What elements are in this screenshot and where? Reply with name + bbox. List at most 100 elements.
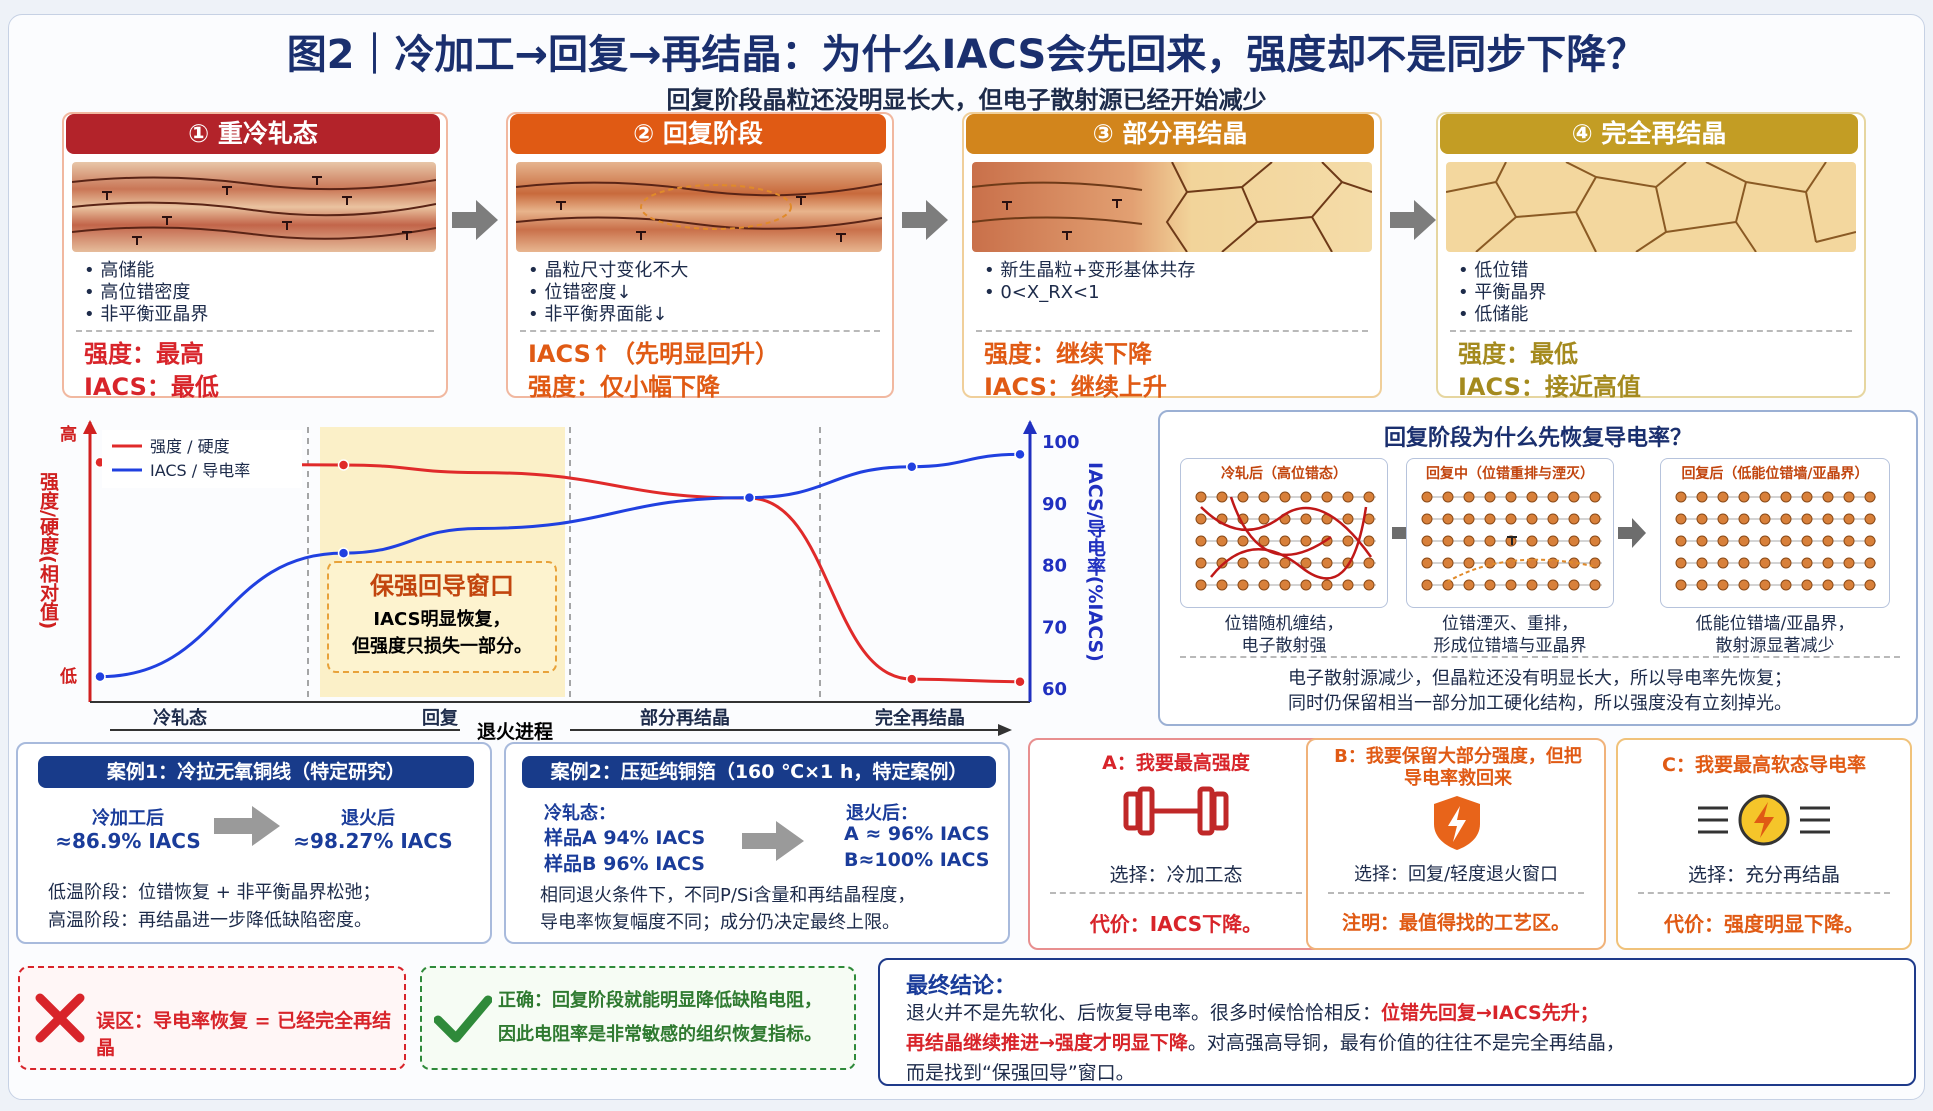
conclusion-highlight: 再结晶继续推进→强度才明显下降 (906, 1032, 1188, 1054)
conclusion-text: 。对高强高导铜，最有价值的往往不是完全再结晶， (1187, 1032, 1625, 1054)
stage-bullets: 高储能 高位错密度 非平衡亚晶界 (84, 260, 208, 326)
choice-b-card: B：我要保留大部分强度，但把导电率救回来 选择：回复/轻度退火窗口 注明：最值得… (1306, 738, 1606, 950)
case2-before-label: 冷轧态： (544, 803, 616, 824)
why-mini-panel: 冷轧后（高位错态）位错随机缠结，电子散射强 (1180, 458, 1388, 656)
cold-rolled-microstructure-image (72, 162, 436, 252)
right-axis-arrow (1023, 420, 1037, 434)
case1-notes: 低温阶段：位错恢复 + 非平衡晶界松弛； 高温阶段：再结晶进一步降低缺陷密度。 (48, 879, 381, 935)
case2-header: 案例2：压延纯铜箔（160 ℃×1 h，特定案例） (522, 756, 996, 788)
legend-box (102, 430, 302, 488)
why-mini-panel: 回复中（位错重排与湮灭）位错湮灭、重排，形成位错墙与亚晶界 (1406, 458, 1614, 656)
right-tick-label: 60 (1042, 679, 1067, 700)
shield-bolt-icon (1434, 796, 1480, 850)
x-tick-label: 完全再结晶 (875, 707, 965, 729)
bullet: 低位错 (1458, 260, 1546, 282)
left-axis-arrow (83, 420, 97, 434)
divider (1450, 330, 1852, 332)
why-mini-panel: 回复后（低能位错墙/亚晶界）低能位错墙/亚晶界，散射源显著减少 (1660, 458, 1890, 656)
lattice-diagram (1195, 491, 1376, 591)
correct-line: 正确：回复阶段就能明显降低缺陷电阻， (498, 990, 822, 1011)
series-point (906, 673, 918, 685)
right-tick-label: 80 (1042, 556, 1067, 577)
choice-title: B：我要保留大部分强度，但把导电率救回来 (1334, 746, 1582, 789)
window-label: 保强回导窗口 (369, 572, 514, 600)
y-left-label: 强度/硬度(相对值) (37, 472, 59, 630)
case1-card: 案例1：冷拉无氧铜线（特定研究） 冷加工后 ≈86.9% IACS 退火后 ≈9… (16, 742, 492, 944)
stage-bullets: 新生晶粒+变形基体共存 0<X_RX<1 (984, 260, 1195, 304)
choice-select: 选择：回复/轻度退火窗口 (1353, 864, 1559, 885)
note-line: 高温阶段：再结晶进一步降低缺陷密度。 (48, 910, 372, 931)
y-right-label: IACS/导电率(%IACS) (1084, 462, 1106, 662)
check-icon (434, 995, 492, 1043)
stage-header: ② 回复阶段 (510, 114, 886, 154)
case2-after-a: A ≈ 96% IACS (844, 823, 990, 845)
divider (1180, 656, 1900, 658)
strength-line: 强度：继续下降 (984, 340, 1152, 368)
cross-icon (35, 993, 85, 1043)
partial-recrystallization-image (972, 162, 1372, 252)
stage-bullets: 低位错 平衡晶界 低储能 (1458, 260, 1546, 326)
bullet: 低储能 (1458, 304, 1546, 326)
series-point (1014, 675, 1026, 688)
bullet: 0<X_RX<1 (984, 282, 1195, 304)
note-line: 相同退火条件下，不同P/Si含量和再结晶程度， (540, 885, 916, 906)
choice-cost: 代价：IACS下降。 (1089, 912, 1263, 936)
x-axis-label: 退火进程 (477, 721, 553, 743)
recovery-microstructure-image (516, 162, 882, 252)
stage-card-4: ④ 完全再结晶 低位错 平衡晶界 低储能 强度：最低 IACS：接近高值 (1436, 112, 1866, 401)
arrow-right-icon (214, 806, 280, 846)
correct-line: 因此电阻率是非常敏感的组织恢复指标。 (498, 1024, 822, 1045)
myth-label: 误区：导电率恢复 = 已经完全再结晶 (96, 1010, 392, 1059)
correct-box: 正确：回复阶段就能明显降低缺陷电阻， 因此电阻率是非常敏感的组织恢复指标。 (420, 966, 856, 1070)
case2-before-b: 样品B 96% IACS (544, 853, 705, 875)
bullet: 高储能 (84, 260, 208, 282)
strength-line: 强度：最高 (84, 340, 204, 368)
why-note: 电子散射源减少，但晶粒还没有明显长大，所以导电率先恢复； 同时仍保留相当一部分加… (1180, 666, 1900, 716)
divider (1050, 892, 1302, 894)
window-text: 但强度只损失一部分。 (351, 635, 532, 657)
legend-label: IACS / 导电率 (150, 461, 250, 480)
conclusion-text: 而是找到“保强回导”窗口。 (906, 1062, 1135, 1084)
stage-header: ④ 完全再结晶 (1440, 114, 1858, 154)
iacs-line: IACS：继续上升 (984, 373, 1167, 401)
stage-header: ① 重冷轧态 (66, 114, 440, 154)
stage-card-2: ② 回复阶段 晶粒尺寸变化不大 位错密度↓ 非平衡界面能↓ IACS↑（先明显回… (506, 112, 894, 401)
right-tick-label: 100 (1042, 432, 1080, 453)
bullet: 平衡晶界 (1458, 282, 1546, 304)
right-tick-label: 90 (1042, 494, 1067, 515)
strength-line: 强度：仅小幅下降 (528, 373, 720, 401)
iacs-line: IACS↑（先明显回升） (528, 340, 779, 368)
case1-before-value: ≈86.9% IACS (55, 829, 201, 853)
bullet: 高位错密度 (84, 282, 208, 304)
window-text: IACS明显恢复， (373, 608, 510, 630)
strength-line: 强度：最低 (1458, 340, 1578, 368)
window-box (327, 561, 557, 673)
why-title: 回复阶段为什么先恢复导电率？ (1383, 426, 1692, 451)
divider (520, 330, 880, 332)
choice-select: 选择：充分再结晶 (1687, 864, 1840, 886)
why-panel-caption: 位错湮灭、重排，形成位错墙与亚晶界 (1433, 614, 1587, 656)
case2-notes: 相同退火条件下，不同P/Si含量和再结晶程度， 导电率恢复幅度不同；成分仍决定最… (540, 882, 915, 936)
divider (976, 330, 1368, 332)
choice-title: C：我要最高软态导电率 (1662, 754, 1866, 776)
divider (1328, 892, 1584, 894)
arrow-right-icon (1390, 200, 1436, 240)
bullet: 非平衡亚晶界 (84, 304, 208, 326)
case1-before-label: 冷加工后 (92, 808, 164, 829)
arrow-right-icon (1618, 518, 1646, 548)
y-high-label: 高 (60, 424, 77, 445)
series-point (743, 491, 756, 504)
divider (76, 330, 434, 332)
lattice-diagram (1421, 491, 1602, 591)
iacs-line: IACS：接近高值 (1458, 373, 1641, 401)
stage-card-3: ③ 部分再结晶 新生晶粒+变形基体共存 0<X_RX<1 强度：继续下降 IAC… (962, 112, 1382, 401)
case2-card: 案例2：压延纯铜箔（160 ℃×1 h，特定案例） 冷轧态： 样品A 94% I… (504, 742, 1010, 944)
case1-after-label: 退火后 (341, 808, 395, 829)
why-panel-caption: 低能位错墙/亚晶界，散射源显著减少 (1695, 614, 1855, 656)
note-line: 电子散射源减少，但晶粒还没有明显长大，所以导电率先恢复； (1288, 668, 1792, 689)
why-panel-caption: 位错随机缠结，电子散射强 (1224, 614, 1344, 656)
choice-title: A：我要最高强度 (1102, 752, 1250, 774)
x-tick-label: 冷轧态 (153, 707, 207, 729)
case1-after-value: ≈98.27% IACS (293, 829, 453, 853)
choice-a-card: A：我要最高强度 选择：冷加工态 代价：IACS下降。 (1028, 738, 1324, 950)
